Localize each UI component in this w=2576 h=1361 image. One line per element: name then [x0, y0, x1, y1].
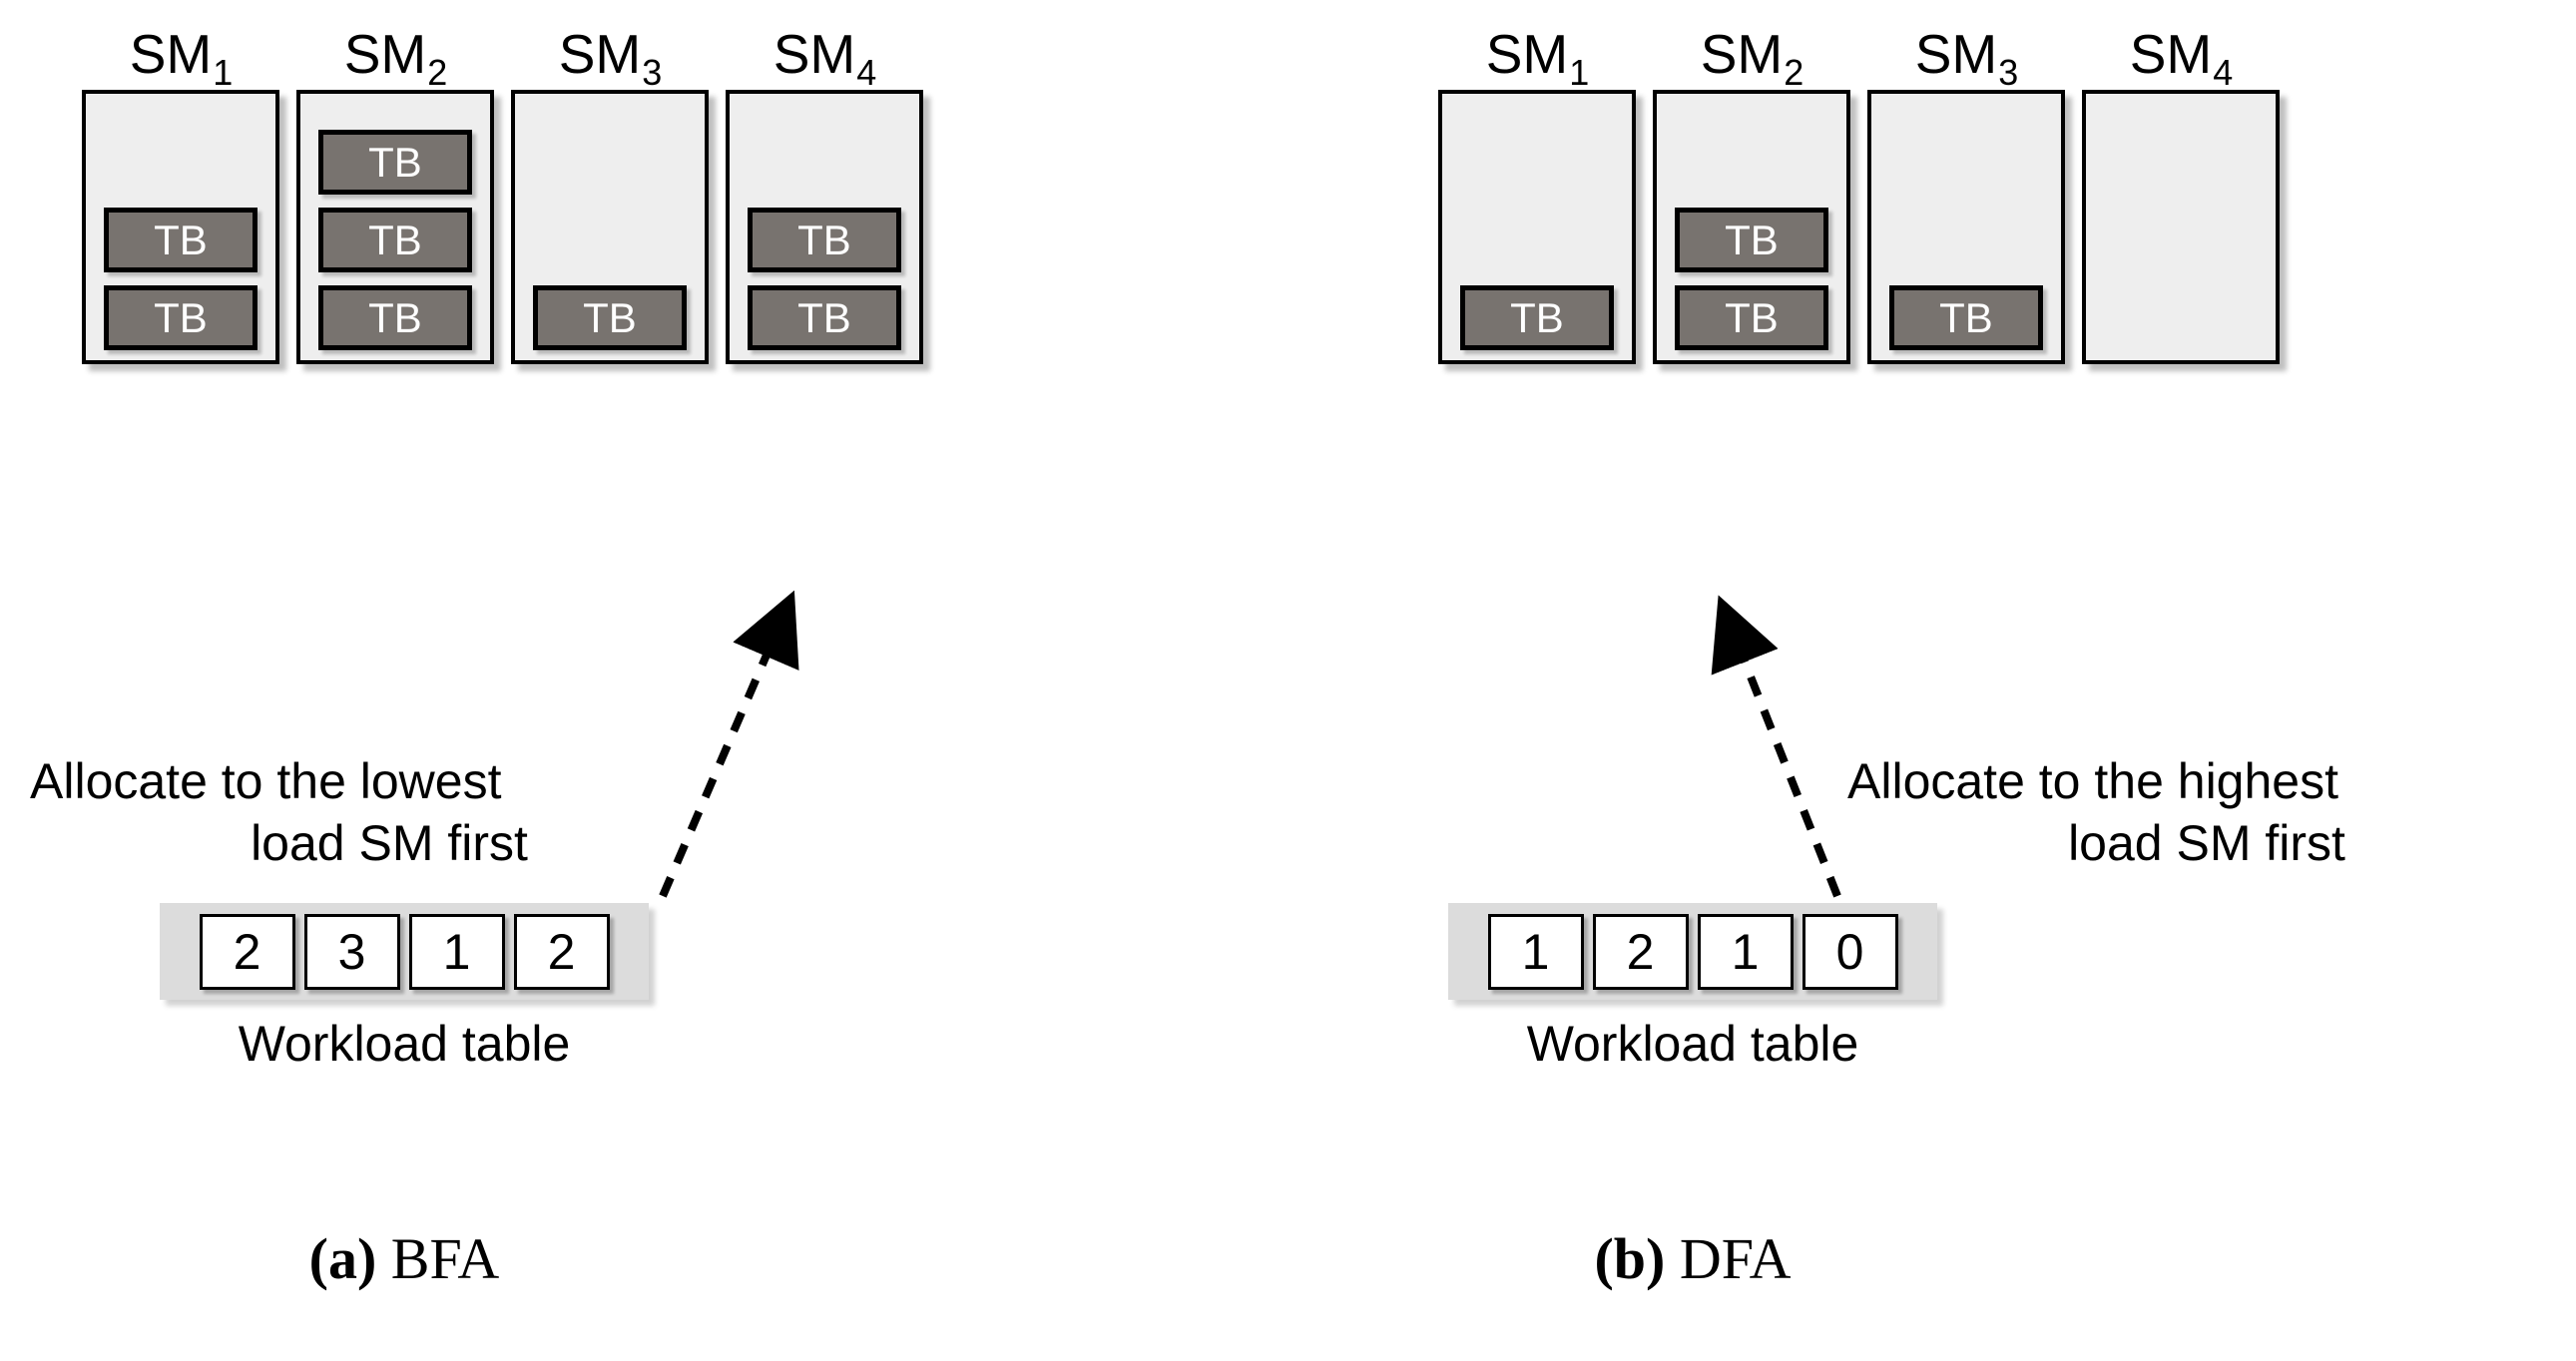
sm-box-1[interactable]: TB TB TB: [82, 90, 279, 364]
tb-block[interactable]: TB: [104, 208, 258, 272]
figure-caption-a: (a) BFA: [0, 1227, 1048, 1291]
tb-label: TB: [104, 208, 258, 272]
tb-label: TB: [104, 285, 258, 350]
sm-column-1[interactable]: SM1 TB TB TB: [1438, 27, 1636, 364]
tb-label: TB: [748, 285, 901, 350]
tb-label: TB: [1675, 285, 1828, 350]
allocation-note-line2: load SM first: [251, 815, 528, 871]
sm-column-1[interactable]: SM1 TB TB TB: [82, 27, 279, 364]
tb-slot-empty: TB: [1460, 130, 1614, 195]
tb-block[interactable]: TB: [1889, 285, 2043, 350]
tb-slot-empty: TB: [533, 130, 687, 195]
sm-label-1: SM1: [1485, 23, 1590, 94]
sm-slots-4: TB TB TB: [730, 104, 919, 350]
sm-label-3: SM3: [558, 23, 663, 94]
sm-slots-1: TB TB TB: [86, 104, 275, 350]
tb-block[interactable]: TB: [318, 285, 472, 350]
sm-label-4: SM4: [2129, 23, 2234, 94]
workload-table-caption: Workload table: [1526, 1016, 1859, 1072]
sm-box-2[interactable]: TB TB TB: [296, 90, 494, 364]
tb-slot-empty: TB: [104, 130, 258, 195]
sm-column-3[interactable]: SM3 TB TB TB: [1867, 27, 2065, 364]
sm-column-2[interactable]: SM2 TB TB TB: [296, 27, 494, 364]
tb-slot-empty: TB: [2104, 130, 2258, 195]
tb-block[interactable]: TB: [318, 208, 472, 272]
tb-slot-empty: TB: [2104, 208, 2258, 272]
tb-block[interactable]: TB: [1460, 285, 1614, 350]
sm-label-1: SM1: [129, 23, 234, 94]
sm-label-4: SM4: [773, 23, 877, 94]
allocation-note-dfa: Allocate to the highest load SM first: [1847, 688, 2566, 936]
figure-caption-tag: (b): [1594, 1226, 1666, 1291]
sm-row-bfa: SM1 TB TB TB SM2 TB TB TB SM3: [0, 27, 1288, 364]
workload-cell[interactable]: 2: [513, 913, 610, 990]
workload-table-bfa: 2 3 1 2 Workload table: [0, 903, 1048, 1074]
sm-box-3[interactable]: TB TB TB: [1867, 90, 2065, 364]
allocation-note-line1: Allocate to the highest: [1847, 753, 2338, 809]
tb-block[interactable]: TB: [533, 285, 687, 350]
workload-cell[interactable]: 1: [408, 913, 505, 990]
figure-caption-text: DFA: [1665, 1226, 1792, 1291]
tb-slot-empty: TB: [1889, 208, 2043, 272]
sm-box-2[interactable]: TB TB TB: [1653, 90, 1850, 364]
workload-band: 2 3 1 2: [160, 903, 649, 1000]
tb-label: TB: [1889, 285, 2043, 350]
tb-slot-empty: TB: [1889, 130, 2043, 195]
tb-label: TB: [748, 208, 901, 272]
sm-column-4[interactable]: SM4 TB TB TB: [726, 27, 923, 364]
sm-column-2[interactable]: SM2 TB TB TB: [1653, 27, 1850, 364]
tb-label: TB: [1675, 208, 1828, 272]
workload-cell[interactable]: 1: [1487, 913, 1584, 990]
sm-slots-2: TB TB TB: [300, 104, 490, 350]
workload-cell[interactable]: 2: [199, 913, 295, 990]
allocation-note-line1: Allocate to the lowest: [30, 753, 502, 809]
workload-cell[interactable]: 2: [1592, 913, 1689, 990]
sm-column-4[interactable]: SM4 TB TB TB: [2082, 27, 2280, 364]
tb-slot-empty: TB: [1675, 130, 1828, 195]
allocation-note-line2: load SM first: [2068, 815, 2345, 871]
tb-label: TB: [318, 208, 472, 272]
sm-slots-4: TB TB TB: [2086, 104, 2276, 350]
tb-block[interactable]: TB: [1675, 208, 1828, 272]
tb-slot-empty: TB: [748, 130, 901, 195]
workload-band: 1 2 1 0: [1448, 903, 1937, 1000]
tb-slot-empty: TB: [2104, 285, 2258, 350]
workload-table-caption: Workload table: [238, 1016, 571, 1072]
figure-caption-text: BFA: [376, 1226, 500, 1291]
sm-label-2: SM2: [343, 23, 448, 94]
tb-slot-empty: TB: [533, 208, 687, 272]
tb-block[interactable]: TB: [748, 208, 901, 272]
tb-label: TB: [1460, 285, 1614, 350]
sm-box-4[interactable]: TB TB TB: [2082, 90, 2280, 364]
tb-block[interactable]: TB: [104, 285, 258, 350]
sm-row-dfa: SM1 TB TB TB SM2 TB TB TB SM3: [1288, 27, 2576, 364]
panel-bfa: SM1 TB TB TB SM2 TB TB TB SM3: [0, 27, 1288, 1291]
panel-dfa: SM1 TB TB TB SM2 TB TB TB SM3: [1288, 0, 2576, 1361]
sm-box-1[interactable]: TB TB TB: [1438, 90, 1636, 364]
sm-box-3[interactable]: TB TB TB: [511, 90, 709, 364]
tb-label: TB: [533, 285, 687, 350]
figure-caption-b: (b) DFA: [1049, 1227, 2336, 1291]
sm-slots-2: TB TB TB: [1657, 104, 1846, 350]
sm-label-3: SM3: [1914, 23, 2019, 94]
workload-cell[interactable]: 0: [1802, 913, 1898, 990]
workload-table-dfa: 1 2 1 0 Workload table: [1049, 903, 2336, 1074]
tb-slot-empty: TB: [1460, 208, 1614, 272]
sm-box-4[interactable]: TB TB TB: [726, 90, 923, 364]
figure-caption-tag: (a): [308, 1226, 377, 1291]
allocation-note-bfa: Allocate to the lowest load SM first: [30, 688, 749, 936]
workload-cell[interactable]: 1: [1697, 913, 1794, 990]
sm-slots-1: TB TB TB: [1442, 104, 1632, 350]
tb-label: TB: [318, 285, 472, 350]
sm-label-2: SM2: [1700, 23, 1804, 94]
tb-label: TB: [318, 130, 472, 195]
sm-column-3[interactable]: SM3 TB TB TB: [511, 27, 709, 364]
tb-block[interactable]: TB: [1675, 285, 1828, 350]
tb-block[interactable]: TB: [748, 285, 901, 350]
workload-cell[interactable]: 3: [303, 913, 400, 990]
tb-block[interactable]: TB: [318, 130, 472, 195]
sm-slots-3: TB TB TB: [515, 104, 705, 350]
sm-slots-3: TB TB TB: [1871, 104, 2061, 350]
